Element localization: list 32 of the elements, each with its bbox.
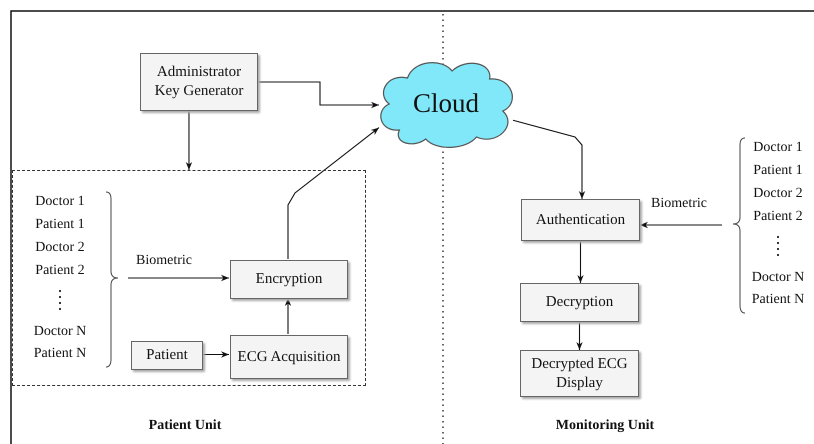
arrow — [128, 274, 229, 282]
list-item: Patient N — [32, 345, 88, 363]
list-item: Patient 2 — [752, 208, 804, 226]
list-item: Doctor 1 — [34, 193, 86, 211]
process-box: Encryption — [230, 260, 348, 299]
arrow — [640, 222, 722, 228]
list-item: Doctor 2 — [752, 185, 804, 203]
section-title: Monitoring Unit — [556, 418, 654, 434]
list-item: Patient 1 — [34, 216, 86, 234]
list-item: Doctor N — [32, 323, 88, 341]
list-item: Patient N — [750, 291, 806, 309]
arrow — [258, 81, 379, 108]
process-box: Patient — [131, 341, 203, 370]
arrow — [202, 351, 229, 358]
process-box: Decrypted ECG Display — [520, 350, 639, 397]
process-box: Administrator Key Generator — [140, 53, 258, 111]
process-box: Decryption — [520, 283, 639, 322]
list-item: Doctor 1 — [752, 139, 804, 157]
arrow — [287, 127, 380, 259]
arrow — [512, 120, 586, 199]
arrow — [284, 298, 292, 334]
section-title: Patient Unit — [148, 418, 222, 434]
list-item: Doctor 2 — [34, 239, 86, 257]
list-item: Doctor N — [750, 269, 806, 287]
dashed-region — [12, 170, 366, 386]
list-item: Patient 1 — [752, 162, 804, 180]
process-box: Authentication — [521, 199, 640, 241]
arrow — [186, 111, 192, 170]
arrow — [576, 322, 583, 350]
process-box: ECG Acquisition — [230, 335, 348, 379]
arrow — [577, 241, 584, 283]
list-item: Patient 2 — [34, 262, 86, 280]
